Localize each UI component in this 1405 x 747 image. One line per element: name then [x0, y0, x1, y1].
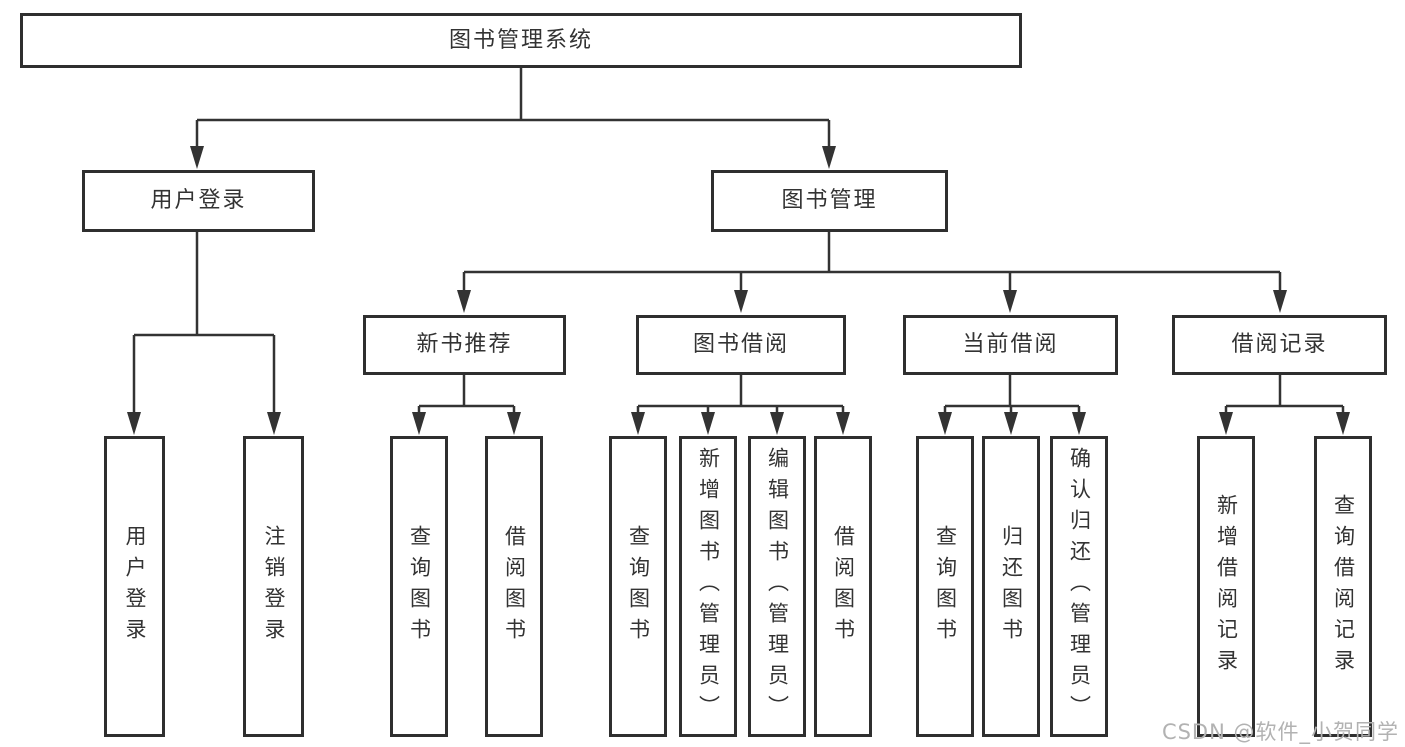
- node-label: 用户登录: [150, 188, 247, 213]
- node-label: 新书推荐: [416, 332, 513, 357]
- leaf-logout: 注销登录: [243, 436, 304, 737]
- node-label: 查询图书: [626, 524, 651, 649]
- node-label: 借阅记录: [1231, 332, 1328, 357]
- node-label: 新增借阅记录: [1214, 493, 1239, 680]
- leaf-borrow-add-books-admin: 新增图书（管理员）: [679, 436, 737, 737]
- node-book-management: 图书管理: [711, 170, 948, 232]
- node-current-borrow: 当前借阅: [903, 315, 1118, 375]
- node-label: 图书管理: [781, 188, 878, 213]
- node-label: 确认归还（管理员）: [1067, 447, 1092, 726]
- leaf-recommend-borrow-books: 借阅图书: [485, 436, 543, 737]
- node-label: 借阅图书: [831, 524, 856, 649]
- leaf-borrow-borrow-books: 借阅图书: [814, 436, 872, 737]
- node-label: 编辑图书（管理员）: [765, 447, 790, 726]
- node-label: 查询图书: [933, 524, 958, 649]
- leaf-current-query-books: 查询图书: [916, 436, 974, 737]
- node-label: 图书借阅: [692, 332, 789, 357]
- node-borrow-records: 借阅记录: [1172, 315, 1387, 375]
- leaf-borrow-edit-books-admin: 编辑图书（管理员）: [748, 436, 806, 737]
- node-label: 归还图书: [999, 524, 1024, 649]
- leaf-current-confirm-return-admin: 确认归还（管理员）: [1050, 436, 1108, 737]
- leaf-recommend-query-books: 查询图书: [390, 436, 448, 737]
- node-new-book-recommend: 新书推荐: [363, 315, 566, 375]
- node-label: 借阅图书: [502, 524, 527, 649]
- node-label: 新增图书（管理员）: [696, 447, 721, 726]
- csdn-watermark: CSDN @软件_小贺同学: [1161, 720, 1399, 744]
- leaf-records-query-record: 查询借阅记录: [1314, 436, 1372, 737]
- node-root: 图书管理系统: [20, 13, 1022, 68]
- node-label: 图书管理系统: [448, 27, 593, 53]
- leaf-borrow-query-books: 查询图书: [609, 436, 667, 737]
- node-label: 查询图书: [407, 524, 432, 649]
- node-label: 当前借阅: [962, 332, 1059, 357]
- node-book-borrow: 图书借阅: [636, 315, 846, 375]
- leaf-user-login: 用户登录: [104, 436, 165, 737]
- node-label: 用户登录: [123, 524, 147, 649]
- node-user-login: 用户登录: [82, 170, 315, 232]
- node-label: 注销登录: [262, 524, 286, 649]
- leaf-records-add-record: 新增借阅记录: [1197, 436, 1255, 737]
- leaf-current-return-books: 归还图书: [982, 436, 1040, 737]
- node-label: 查询借阅记录: [1331, 493, 1356, 680]
